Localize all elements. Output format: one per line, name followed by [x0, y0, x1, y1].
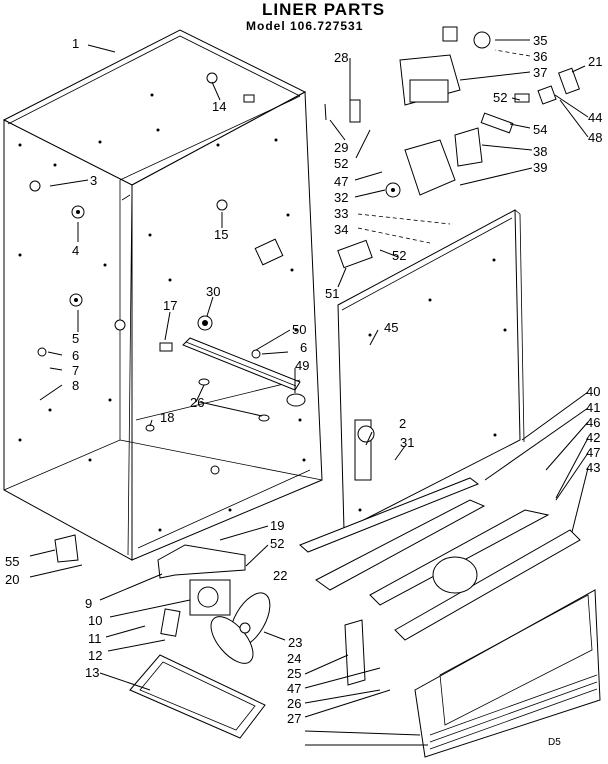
fan-motor-assembly — [54, 534, 271, 664]
callout-39: 39 — [533, 160, 547, 175]
callout-22: 22 — [273, 568, 287, 583]
callout-14: 14 — [212, 99, 226, 114]
shelf-rail — [182, 337, 306, 407]
callout-52b: 52 — [392, 248, 406, 263]
callout-6: 6 — [72, 348, 79, 363]
callout-51: 51 — [325, 286, 339, 301]
evaporator-cover-panel — [337, 209, 525, 531]
control-parts — [324, 26, 580, 269]
callout-11: 11 — [88, 631, 102, 646]
callout-47c: 47 — [287, 681, 301, 696]
callout-27: 27 — [287, 711, 301, 726]
callout-36: 36 — [533, 49, 547, 64]
callout-12: 12 — [88, 648, 102, 663]
callout-41: 41 — [586, 400, 600, 415]
callout-25: 25 — [287, 666, 301, 681]
callout-21: 21 — [588, 54, 602, 69]
callout-26b: 26 — [287, 696, 301, 711]
callout-38: 38 — [533, 144, 547, 159]
callout-46: 46 — [586, 415, 600, 430]
callout-2: 2 — [399, 416, 406, 431]
callout-29: 29 — [334, 140, 348, 155]
callout-44: 44 — [588, 110, 602, 125]
callout-23: 23 — [288, 635, 302, 650]
callout-5: 5 — [72, 331, 79, 346]
callout-47b: 47 — [586, 445, 600, 460]
model-number: Model 106.727531 — [246, 19, 364, 33]
drip-tray — [129, 654, 266, 739]
callout-3: 3 — [90, 173, 97, 188]
callout-52d: 52 — [493, 90, 507, 105]
front-grille — [414, 589, 601, 758]
callout-55: 55 — [5, 554, 19, 569]
callout-32: 32 — [334, 190, 348, 205]
callout-26a: 26 — [190, 395, 204, 410]
callout-19: 19 — [270, 518, 284, 533]
rivet-dots — [18, 93, 306, 532]
callout-42: 42 — [586, 430, 600, 445]
callout-28: 28 — [334, 50, 348, 65]
callout-20: 20 — [5, 572, 19, 587]
callout-9: 9 — [85, 596, 92, 611]
callout-1: 1 — [72, 36, 79, 51]
callout-numbers: 1 3 4 5 6 7 8 14 15 17 30 50 6 49 26 18 … — [5, 33, 602, 726]
lower-channels — [299, 419, 581, 686]
callout-54: 54 — [533, 122, 547, 137]
callout-6b: 6 — [300, 340, 307, 355]
callout-30: 30 — [206, 284, 220, 299]
callout-34: 34 — [334, 222, 348, 237]
callout-13: 13 — [85, 665, 99, 680]
callout-40: 40 — [586, 384, 600, 399]
liner-cabinet — [2, 29, 323, 561]
callout-48: 48 — [588, 130, 602, 145]
callout-49: 49 — [295, 358, 309, 373]
callout-47a: 47 — [334, 174, 348, 189]
box-small-parts — [29, 72, 270, 475]
callout-17: 17 — [163, 298, 177, 313]
callout-8: 8 — [72, 378, 79, 393]
callout-4: 4 — [72, 243, 79, 258]
callout-37: 37 — [533, 65, 547, 80]
callout-52a: 52 — [334, 156, 348, 171]
leader-lines — [29, 39, 589, 746]
drawing-code: D5 — [548, 737, 561, 748]
callout-43: 43 — [586, 460, 600, 475]
callout-52c: 52 — [270, 536, 284, 551]
callout-24: 24 — [287, 651, 301, 666]
callout-31: 31 — [400, 435, 414, 450]
callout-35: 35 — [533, 33, 547, 48]
callout-45: 45 — [384, 320, 398, 335]
diagram-title: LINER PARTS — [262, 0, 386, 19]
callout-15: 15 — [214, 227, 228, 242]
callout-50: 50 — [292, 322, 306, 337]
callout-7: 7 — [72, 363, 79, 378]
callout-18: 18 — [160, 410, 174, 425]
callout-33: 33 — [334, 206, 348, 221]
callout-10: 10 — [88, 613, 102, 628]
